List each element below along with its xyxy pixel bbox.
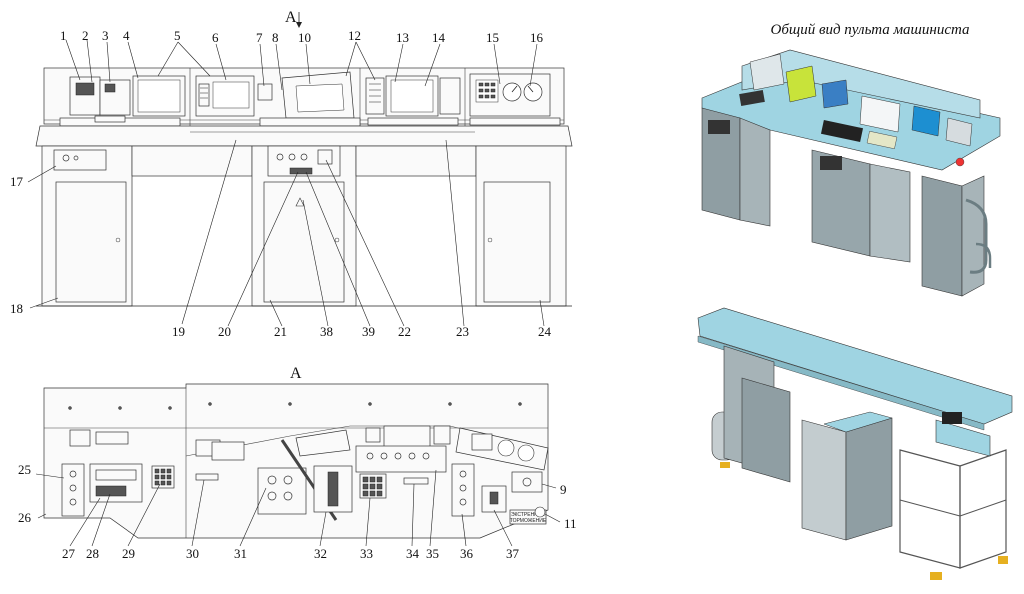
- view-label-bottom: A: [290, 365, 302, 382]
- callout-29: 29: [122, 546, 135, 561]
- left-cabinet-door: [55, 181, 127, 303]
- callout-39: 39: [362, 324, 375, 339]
- callout-24: 24: [538, 324, 552, 339]
- callout-34: 34: [406, 546, 420, 561]
- callout-1: 1: [60, 28, 67, 43]
- callout-15: 15: [486, 30, 499, 45]
- callout-12: 12: [348, 28, 361, 43]
- panel-31: [257, 467, 307, 515]
- page-title: Общий вид пульта машиниста: [771, 22, 970, 38]
- callout-3: 3: [102, 28, 109, 43]
- callout-32: 32: [314, 546, 327, 561]
- callout-16: 16: [530, 30, 544, 45]
- emergency-label-2: ТОРМОЖЕНИЕ: [510, 518, 547, 524]
- callout-17: 17: [10, 174, 24, 189]
- panel-17: [53, 149, 107, 171]
- callout-19: 19: [172, 324, 185, 339]
- callout-6: 6: [212, 30, 219, 45]
- callout-2: 2: [82, 28, 89, 43]
- callout-14: 14: [432, 30, 446, 45]
- leader-lines-bottom: [35, 469, 561, 547]
- console-render-front: [701, 49, 1001, 297]
- callout-9: 9: [560, 482, 567, 497]
- callout-31: 31: [234, 546, 247, 561]
- callout-28: 28: [86, 546, 99, 561]
- callout-22: 22: [398, 324, 411, 339]
- callout-30: 30: [186, 546, 199, 561]
- callout-18: 18: [10, 301, 23, 316]
- console-render-rear: [697, 307, 1013, 580]
- callout-8: 8: [272, 30, 279, 45]
- view-a-plan: A: [35, 365, 561, 547]
- callout-35: 35: [426, 546, 439, 561]
- center-cabinet-door: [263, 181, 345, 303]
- front-view-elevation: A: [27, 9, 573, 327]
- callout-11: 11: [564, 516, 577, 531]
- callout-27: 27: [62, 546, 76, 561]
- emergency-brake-button: [534, 506, 546, 518]
- callout-numbers: 1 2 3 4 5 6 7 8 10 12 13 14 15 16 17 18 …: [10, 28, 577, 561]
- callout-26: 26: [18, 510, 32, 525]
- callout-10: 10: [298, 30, 311, 45]
- callout-5: 5: [174, 28, 181, 43]
- callout-7: 7: [256, 30, 263, 45]
- emergency-label-1: ЭКСТРЕННОЕ: [511, 512, 546, 518]
- blue-screen: [911, 105, 941, 137]
- callout-23: 23: [456, 324, 469, 339]
- leader-lines-top: [27, 39, 545, 327]
- view-label-top: A: [285, 9, 297, 26]
- keypad-33: [359, 473, 387, 499]
- green-screen: [785, 65, 817, 103]
- callout-4: 4: [123, 28, 130, 43]
- callout-37: 37: [506, 546, 520, 561]
- callout-21: 21: [274, 324, 287, 339]
- right-cabinet-door: [483, 181, 551, 303]
- pressure-gauge-1: [502, 82, 522, 102]
- callout-38: 38: [320, 324, 333, 339]
- callout-25: 25: [18, 462, 31, 477]
- callout-20: 20: [218, 324, 231, 339]
- keypad-15: [478, 82, 496, 99]
- keypad-29: [151, 465, 175, 489]
- callout-13: 13: [396, 30, 409, 45]
- radio-handset-unit: [69, 76, 101, 116]
- callout-33: 33: [360, 546, 373, 561]
- callout-36: 36: [460, 546, 474, 561]
- desk-slab: [35, 125, 573, 147]
